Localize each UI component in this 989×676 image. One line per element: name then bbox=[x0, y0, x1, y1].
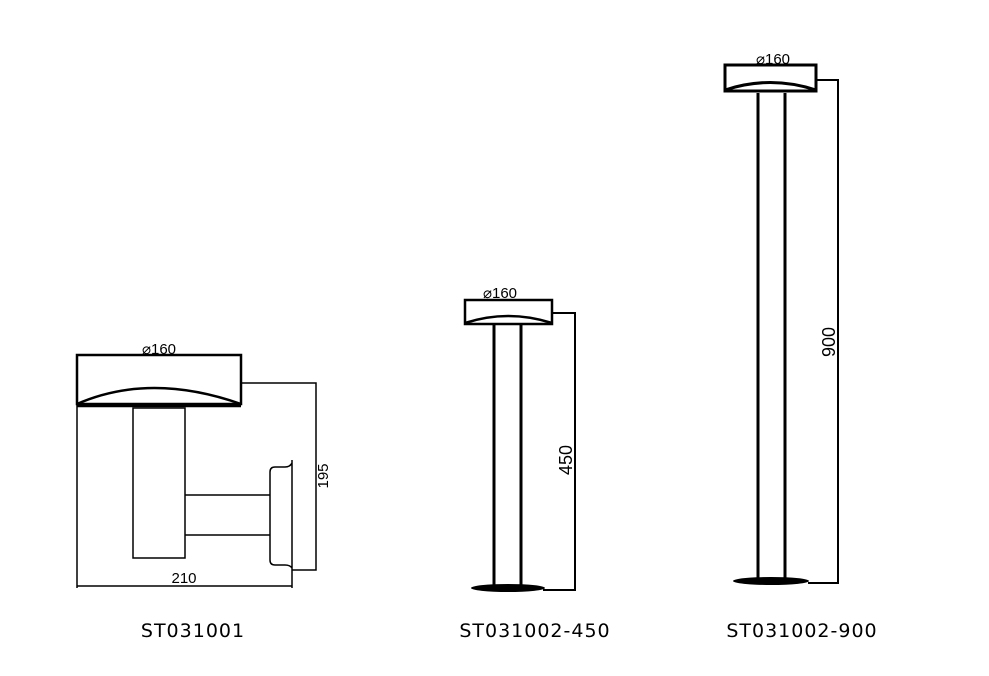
lamp-column bbox=[132, 407, 186, 559]
base bbox=[471, 584, 545, 592]
pole bbox=[756, 93, 787, 580]
lamp-cap bbox=[724, 81, 817, 92]
lamp-cap bbox=[464, 314, 553, 325]
height-dimension-line bbox=[808, 79, 839, 584]
pole bbox=[492, 325, 523, 587]
width-label: 210 bbox=[171, 570, 196, 587]
height-label: 195 bbox=[315, 463, 332, 488]
diameter-label: ⌀160 bbox=[142, 341, 176, 358]
cap-dimension-box bbox=[75, 353, 243, 406]
base bbox=[733, 577, 809, 585]
height-label: 450 bbox=[556, 445, 576, 475]
lamp-cap bbox=[76, 386, 242, 408]
diameter-label: ⌀160 bbox=[756, 51, 790, 68]
bollard-450-drawing: ⌀160 450 ST031002-450 bbox=[459, 285, 610, 642]
wall-arm bbox=[185, 494, 270, 536]
cap-dimension-box bbox=[723, 63, 818, 93]
bollard-900-drawing: ⌀160 900 ST031002-900 bbox=[723, 51, 877, 642]
model-label: ST031002-450 bbox=[459, 620, 610, 642]
wall-lamp-drawing: ⌀160 195 210 ST031001 bbox=[75, 341, 332, 642]
height-dimension-line bbox=[241, 382, 317, 571]
wall-plate bbox=[269, 460, 293, 570]
model-label: ST031001 bbox=[141, 620, 245, 642]
model-label: ST031002-900 bbox=[726, 620, 877, 642]
width-dimension-line bbox=[76, 404, 293, 588]
height-label: 900 bbox=[819, 327, 839, 357]
height-dimension-line bbox=[543, 312, 576, 591]
diameter-label: ⌀160 bbox=[483, 285, 517, 302]
